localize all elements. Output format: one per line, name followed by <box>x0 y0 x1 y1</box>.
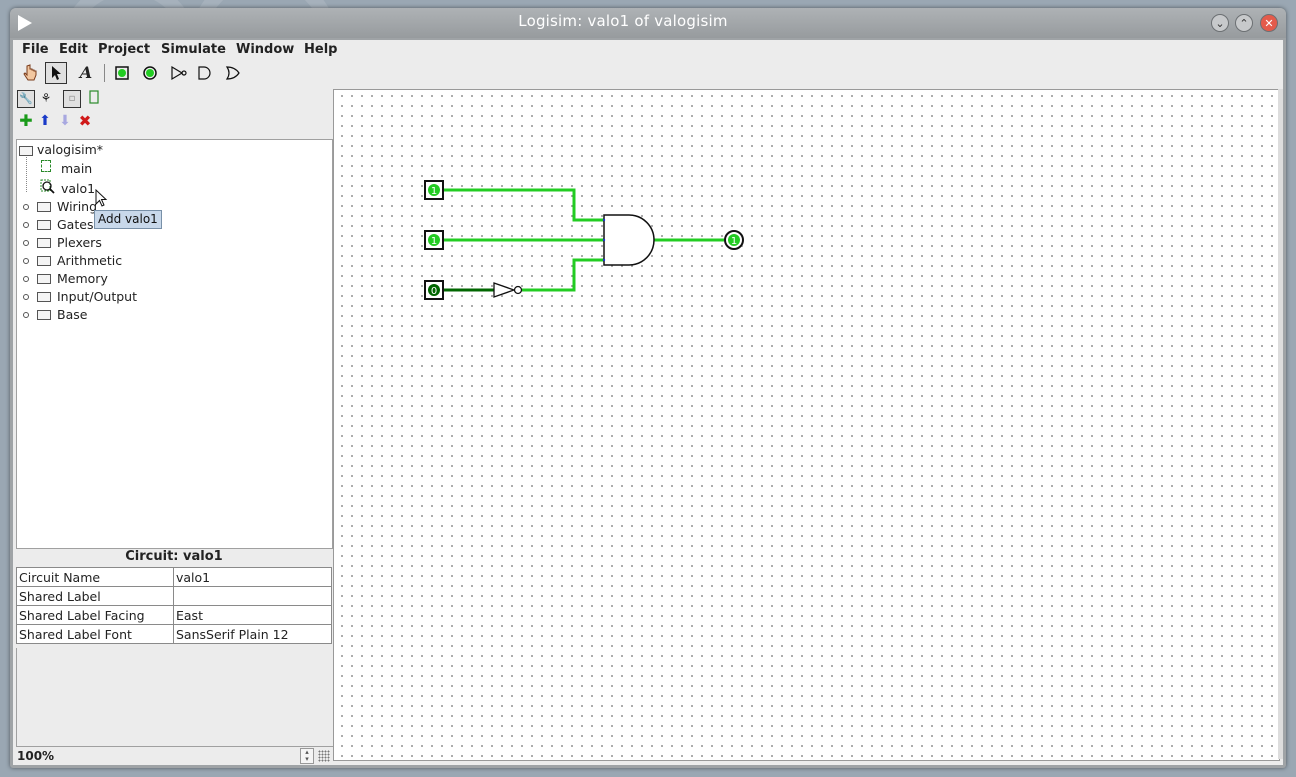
attr-value[interactable]: East <box>173 605 332 625</box>
tooltip: Add valo1 <box>94 210 162 229</box>
mouse-cursor-icon <box>95 189 108 207</box>
table-row: Shared Label Facing East <box>16 605 332 625</box>
not-gate[interactable] <box>493 282 523 298</box>
circuit-canvas[interactable]: 1 1 0 <box>333 89 1280 761</box>
attributes-table: Circuit Name valo1 Shared Label Shared L… <box>16 567 332 644</box>
input-pin[interactable]: 0 <box>424 280 444 300</box>
zoom-level[interactable]: 100% <box>17 749 55 763</box>
circuit-diagram: 1 1 0 <box>424 180 744 300</box>
wire-set <box>444 188 724 292</box>
move-down-icon[interactable]: ⬇ <box>59 113 71 129</box>
explorer-view-toolbar: 🔧 ⚘ ▫ <box>13 90 333 112</box>
expander-icon[interactable] <box>23 240 29 246</box>
output-pin[interactable]: 1 <box>724 230 744 250</box>
attr-value[interactable]: valo1 <box>173 567 332 587</box>
input-pin[interactable]: 1 <box>424 230 444 250</box>
zoom-spinner[interactable]: ▴▾ <box>300 748 314 764</box>
simulation-tree-icon[interactable]: ⚘ <box>40 91 52 105</box>
folder-icon <box>37 310 51 320</box>
attr-name: Shared Label Font <box>16 624 174 644</box>
text-tool-icon[interactable]: A <box>79 63 93 82</box>
app-client-area: File Edit Project Simulate Window Help A <box>13 40 1283 765</box>
tree-item-main[interactable]: main <box>61 161 93 176</box>
main-window: Logisim: valo1 of valogisim ⌄ ⌃ ✕ File E… <box>10 8 1286 768</box>
table-row: Shared Label <box>16 586 332 606</box>
pin-value: 0 <box>431 286 437 297</box>
attributes-title: Circuit: valo1 <box>125 549 223 564</box>
explorer-tree: valogisim* main valo1 Wiring Gates Plexe… <box>16 139 333 549</box>
not-gate-icon[interactable] <box>168 62 190 84</box>
pin-value: 1 <box>431 186 437 197</box>
tree-item-library[interactable]: Memory <box>57 271 108 286</box>
input-pin-icon[interactable] <box>111 62 133 84</box>
expander-icon[interactable] <box>23 258 29 264</box>
title-bar[interactable]: Logisim: valo1 of valogisim ⌄ ⌃ ✕ <box>10 8 1286 38</box>
canvas-scrollbar[interactable] <box>1278 89 1283 759</box>
menu-file[interactable]: File <box>22 42 49 57</box>
close-button[interactable]: ✕ <box>1260 14 1278 32</box>
tree-item-library[interactable]: Gates <box>57 217 94 232</box>
output-pin-icon[interactable] <box>139 62 161 84</box>
circuit-icon <box>41 160 51 172</box>
poke-tool-icon[interactable] <box>19 62 41 84</box>
menu-help[interactable]: Help <box>304 42 338 57</box>
circuit-actions-toolbar: ✚ ⬆ ⬇ ✖ <box>13 112 333 132</box>
menu-edit[interactable]: Edit <box>59 42 88 57</box>
folder-icon <box>37 220 51 230</box>
table-row: Circuit Name valo1 <box>16 567 332 587</box>
menu-bar: File Edit Project Simulate Window Help <box>13 40 1283 60</box>
attr-name: Circuit Name <box>16 567 174 587</box>
expander-icon[interactable] <box>23 312 29 318</box>
select-tool-icon[interactable] <box>45 62 67 84</box>
project-folder-icon <box>19 146 33 156</box>
tree-item-valo1[interactable]: valo1 <box>61 181 96 196</box>
tree-item-library[interactable]: Input/Output <box>57 289 137 304</box>
logisim-app-icon <box>18 15 32 31</box>
expander-icon[interactable] <box>23 222 29 228</box>
and-gate[interactable] <box>602 214 655 266</box>
grid-toggle-icon[interactable] <box>318 750 330 762</box>
wire-input-1 <box>444 188 606 222</box>
tree-item-project[interactable]: valogisim* <box>37 142 103 157</box>
attr-name: Shared Label <box>16 586 174 606</box>
input-pin[interactable]: 1 <box>424 180 444 200</box>
tree-item-library[interactable]: Plexers <box>57 235 102 250</box>
tree-item-library[interactable]: Wiring <box>57 199 98 214</box>
zoom-bar: 100% ▴▾ <box>16 748 332 764</box>
folder-icon <box>37 274 51 284</box>
edit-layout-icon[interactable]: ▫ <box>63 90 81 108</box>
wire-not-out <box>522 258 606 292</box>
menu-window[interactable]: Window <box>236 42 295 57</box>
window-title: Logisim: valo1 of valogisim <box>518 12 728 30</box>
expander-icon[interactable] <box>23 294 29 300</box>
or-gate-icon[interactable] <box>222 62 244 84</box>
menu-project[interactable]: Project <box>98 42 151 57</box>
expander-icon[interactable] <box>23 276 29 282</box>
menu-simulate[interactable]: Simulate <box>161 42 226 57</box>
toolbox-view-icon[interactable]: 🔧 <box>17 90 35 108</box>
tree-item-library[interactable]: Base <box>57 307 88 322</box>
remove-circuit-icon[interactable]: ✖ <box>78 112 92 130</box>
minimize-button[interactable]: ⌄ <box>1211 14 1229 32</box>
attributes-empty-area <box>16 648 334 747</box>
move-up-icon[interactable]: ⬆ <box>39 113 51 129</box>
pin-value: 1 <box>431 236 437 247</box>
folder-icon <box>37 292 51 302</box>
folder-icon <box>37 238 51 248</box>
and-gate-icon[interactable] <box>194 62 216 84</box>
tree-item-library[interactable]: Arithmetic <box>57 253 123 268</box>
expander-icon[interactable] <box>23 204 29 210</box>
edit-appearance-icon[interactable] <box>85 90 103 108</box>
pin-value: 1 <box>731 236 737 247</box>
maximize-button[interactable]: ⌃ <box>1235 14 1253 32</box>
folder-icon <box>37 202 51 212</box>
add-circuit-icon[interactable]: ✚ <box>19 111 33 130</box>
attr-value[interactable]: SansSerif Plain 12 <box>173 624 332 644</box>
table-row: Shared Label Font SansSerif Plain 12 <box>16 624 332 644</box>
main-toolbar: A <box>13 62 333 88</box>
magnifier-circuit-icon <box>40 179 55 194</box>
folder-icon <box>37 256 51 266</box>
attr-value[interactable] <box>173 586 332 606</box>
attr-name: Shared Label Facing <box>16 605 174 625</box>
